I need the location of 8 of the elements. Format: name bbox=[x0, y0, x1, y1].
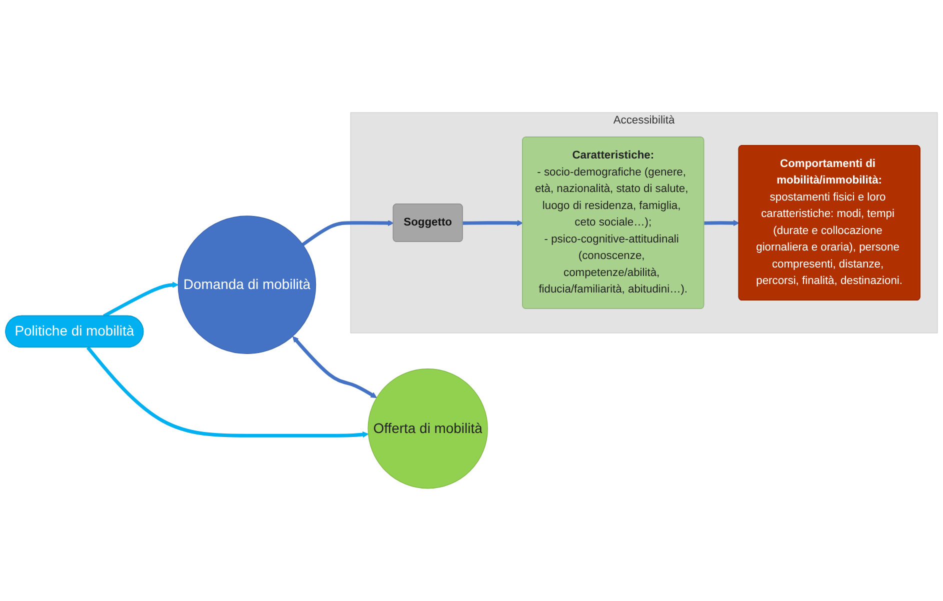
arrow bbox=[292, 336, 377, 398]
node-circle: Domanda di mobilità bbox=[178, 216, 316, 354]
arrow bbox=[462, 220, 524, 226]
arrow bbox=[704, 220, 740, 226]
arrow bbox=[86, 346, 369, 438]
arrow bbox=[102, 282, 178, 318]
node-circle: Offerta di mobilità bbox=[368, 368, 488, 489]
arrow bbox=[302, 220, 394, 246]
